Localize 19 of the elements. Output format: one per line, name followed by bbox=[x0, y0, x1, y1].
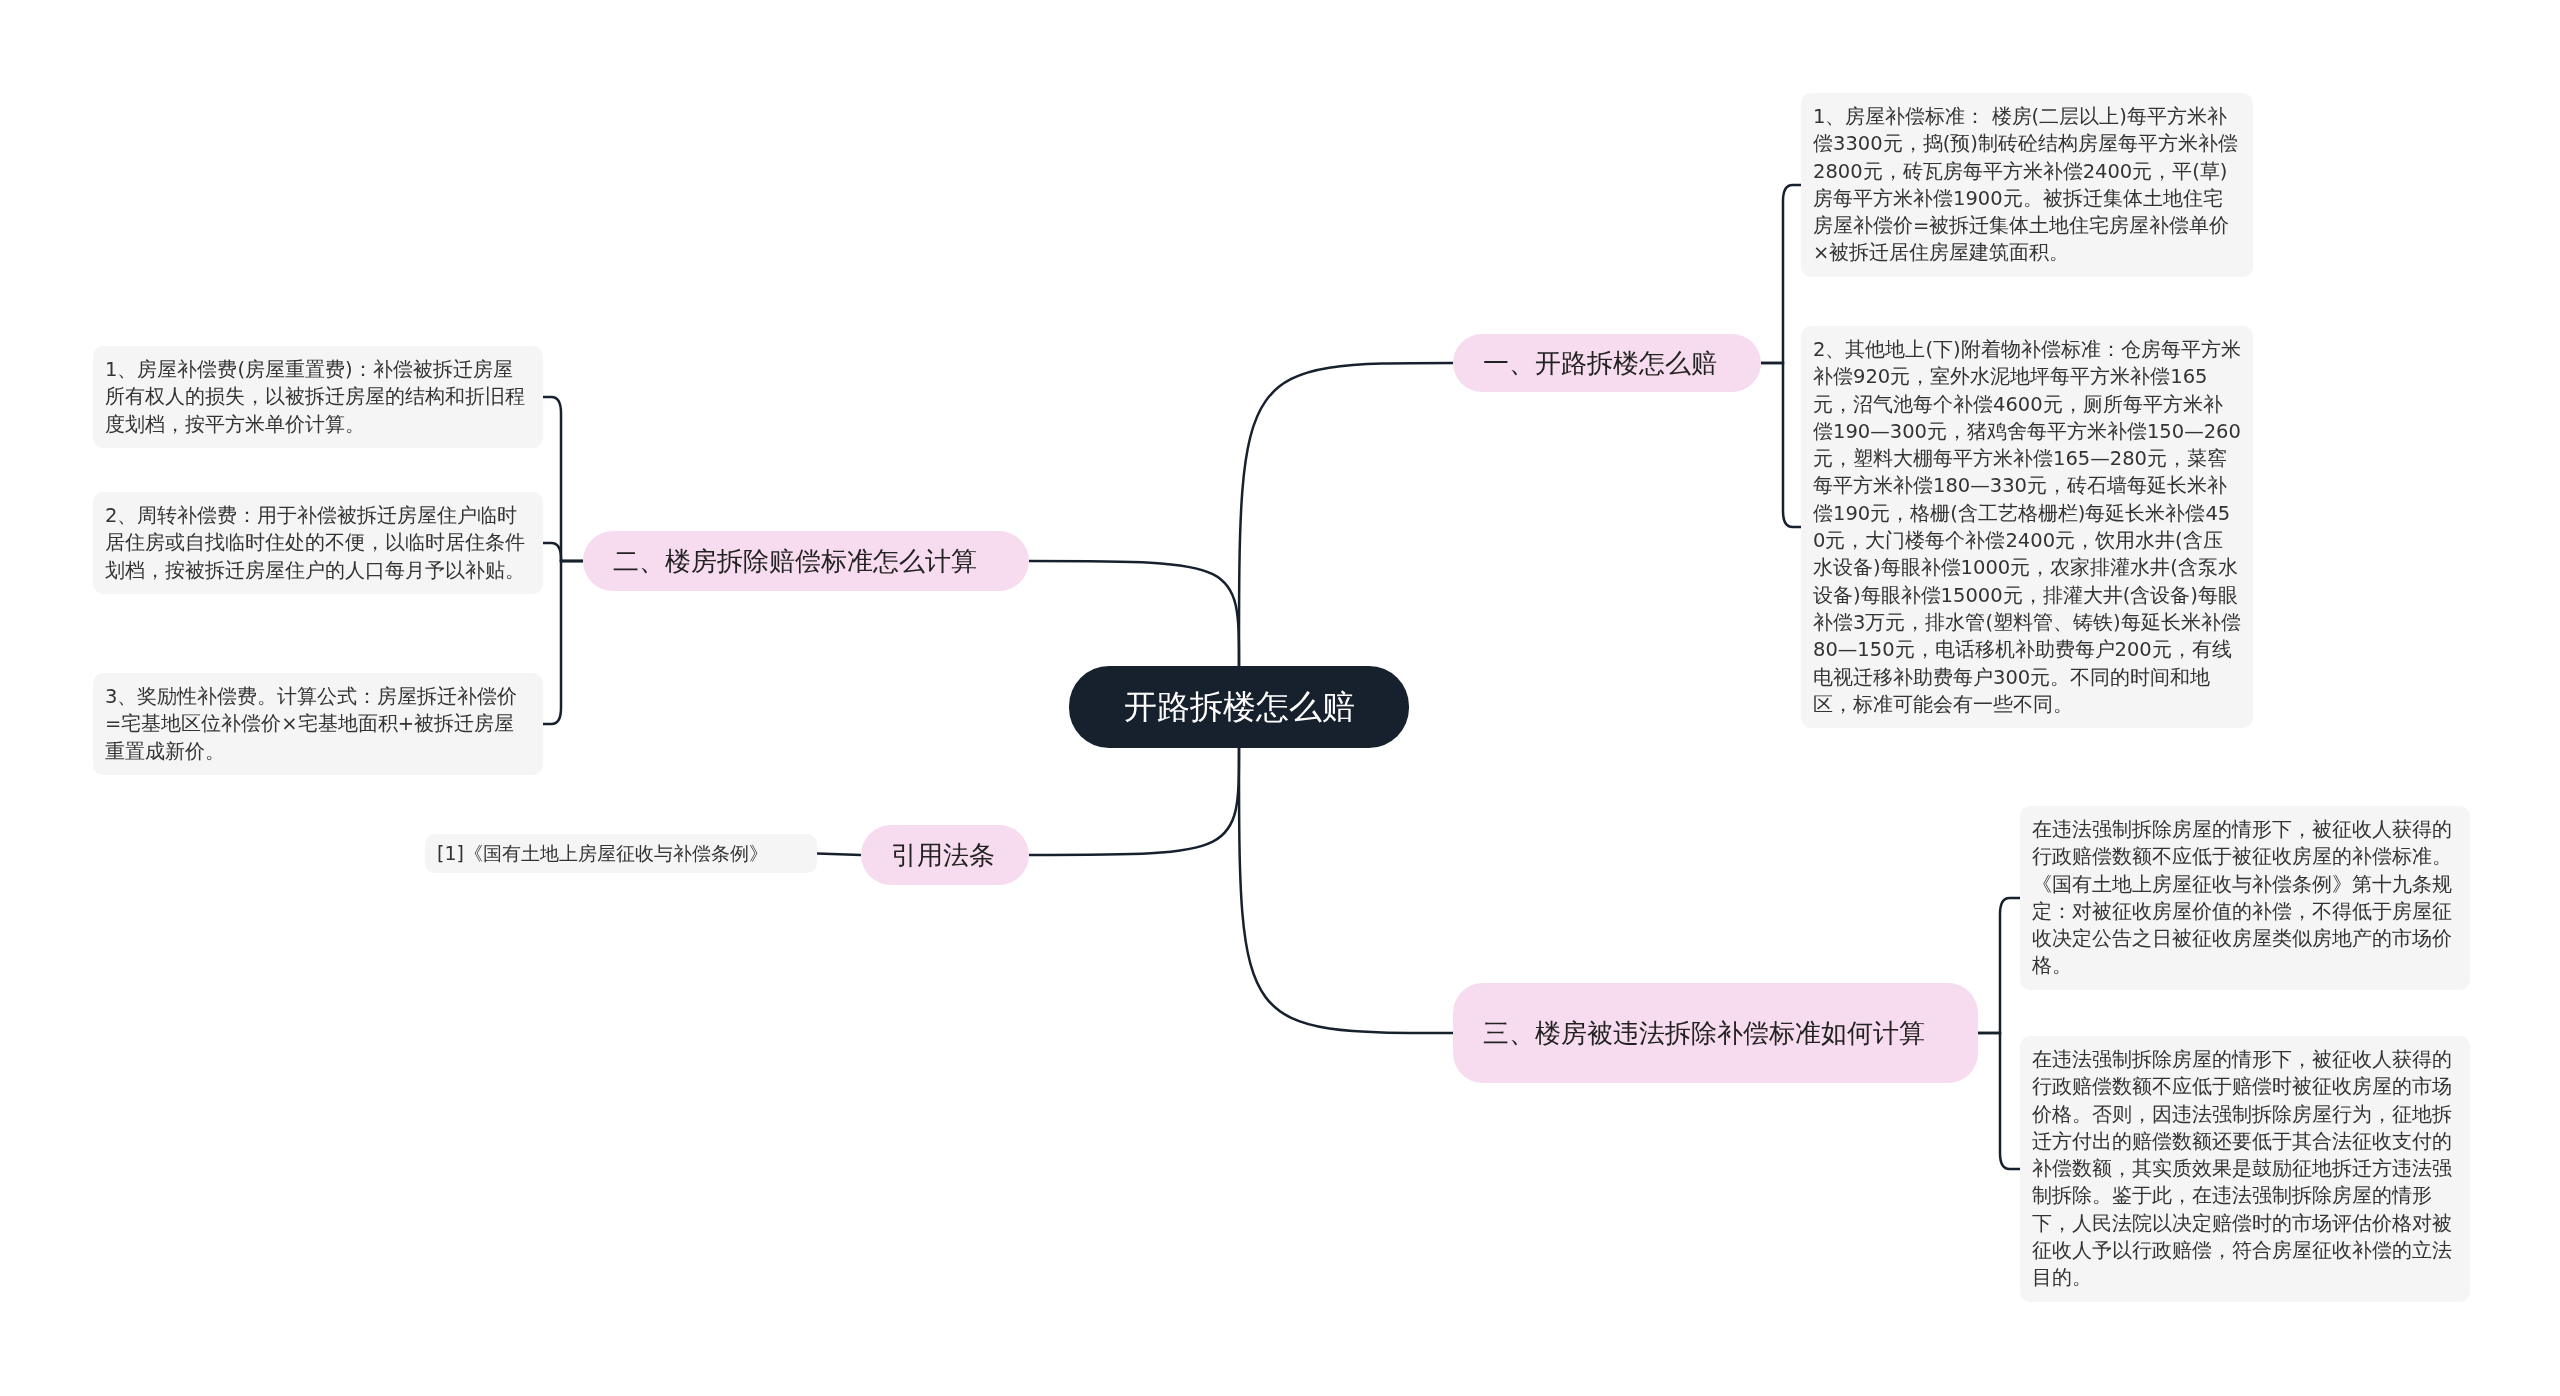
connector-line bbox=[1761, 361, 1801, 529]
connector-line bbox=[543, 559, 583, 726]
connector-line bbox=[1978, 1031, 2020, 1171]
detail-card: 3、奖励性补偿费。计算公式：房屋拆迁补偿价=宅基地区位补偿价×宅基地面积+被拆迁房屋重置成新价。 bbox=[93, 673, 543, 775]
branch-topic: 引用法条 bbox=[861, 825, 1029, 885]
connector-line bbox=[1237, 748, 1453, 1035]
detail-card: 2、周转补偿费：用于补偿被拆迁房屋住户临时居住房或自找临时住处的不便，以临时居住条件划档，按被拆迁房屋住户的人口每月予以补贴。 bbox=[93, 492, 543, 594]
detail-card: 在违法强制拆除房屋的情形下，被征收人获得的行政赔偿数额不应低于被征收房屋的补偿标准。《国有土地上房屋征收与补偿条例》第十九条规定：对被征收房屋价值的补偿，不得低于房屋征收决定公告之日被征收房屋类似房地产的市场价格。 bbox=[2020, 806, 2470, 990]
detail-card: 在违法强制拆除房屋的情形下，被征收人获得的行政赔偿数额不应低于赔偿时被征收房屋的市场价格。否则，因违法强制拆除房屋行为，征地拆迁方付出的赔偿数额还要低于其合法征收支付的补偿数额，其实质效果是鼓励征地拆迁方违法强制拆除。鉴于此，在违法强制拆除房屋的情形下，人民法院以决定赔偿时的市场评估价格对被征收人予以行政赔偿，符合房屋征收补偿的立法目的。 bbox=[2020, 1036, 2470, 1302]
central-topic: 开路拆楼怎么赔 bbox=[1069, 666, 1409, 748]
detail-card: 1、房屋补偿标准： 楼房(二层以上)每平方米补偿3300元，捣(预)制砖砼结构房屋每平方米补偿2800元，砖瓦房每平方米补偿2400元，平(草)房每平方米补偿1900元。被拆迁集体土地住宅房屋补偿价=被拆迁集体土地住宅房屋补偿单价×被拆迁居住房屋建筑面积。 bbox=[1801, 93, 2253, 277]
detail-card: 2、其他地上(下)附着物补偿标准：仓房每平方米补偿920元，室外水泥地坪每平方米补偿165元，沼气池每个补偿4600元，厕所每平方米补偿190—300元，猪鸡舍每平方米补偿150—260元，塑料大棚每平方米补偿165—280元，菜窖每平方米补偿180—330元，砖石墙每延长米补偿190元，格栅(含工艺格栅栏)每延长米补偿450元，大门楼每个补偿2400元，饮用水井(含压水设备)每眼补偿1000元，农家排灌水井(含泵水设备)每眼补偿15000元，排灌大井(含设备)每眼补偿3万元，排水管(塑料管、铸铁)每延长米补偿80—150元，电话移机补助费每户200元，有线电视迁移补助费每户300元。不同的时间和地区，标准可能会有一些不同。 bbox=[1801, 326, 2253, 729]
connector-line bbox=[1029, 559, 1241, 666]
connector-line bbox=[816, 852, 862, 857]
branch-topic: 一、开路拆楼怎么赔 bbox=[1453, 334, 1761, 392]
reference-card: [1]《国有土地上房屋征收与补偿条例》 bbox=[425, 834, 817, 873]
detail-card: 1、房屋补偿费(房屋重置费)：补偿被拆迁房屋所有权人的损失，以被拆迁房屋的结构和折旧程度划档，按平方米单价计算。 bbox=[93, 346, 543, 448]
branch-topic: 三、楼房被违法拆除补偿标准如何计算 bbox=[1453, 983, 1978, 1083]
branch-topic: 二、楼房拆除赔偿标准怎么计算 bbox=[583, 531, 1029, 591]
